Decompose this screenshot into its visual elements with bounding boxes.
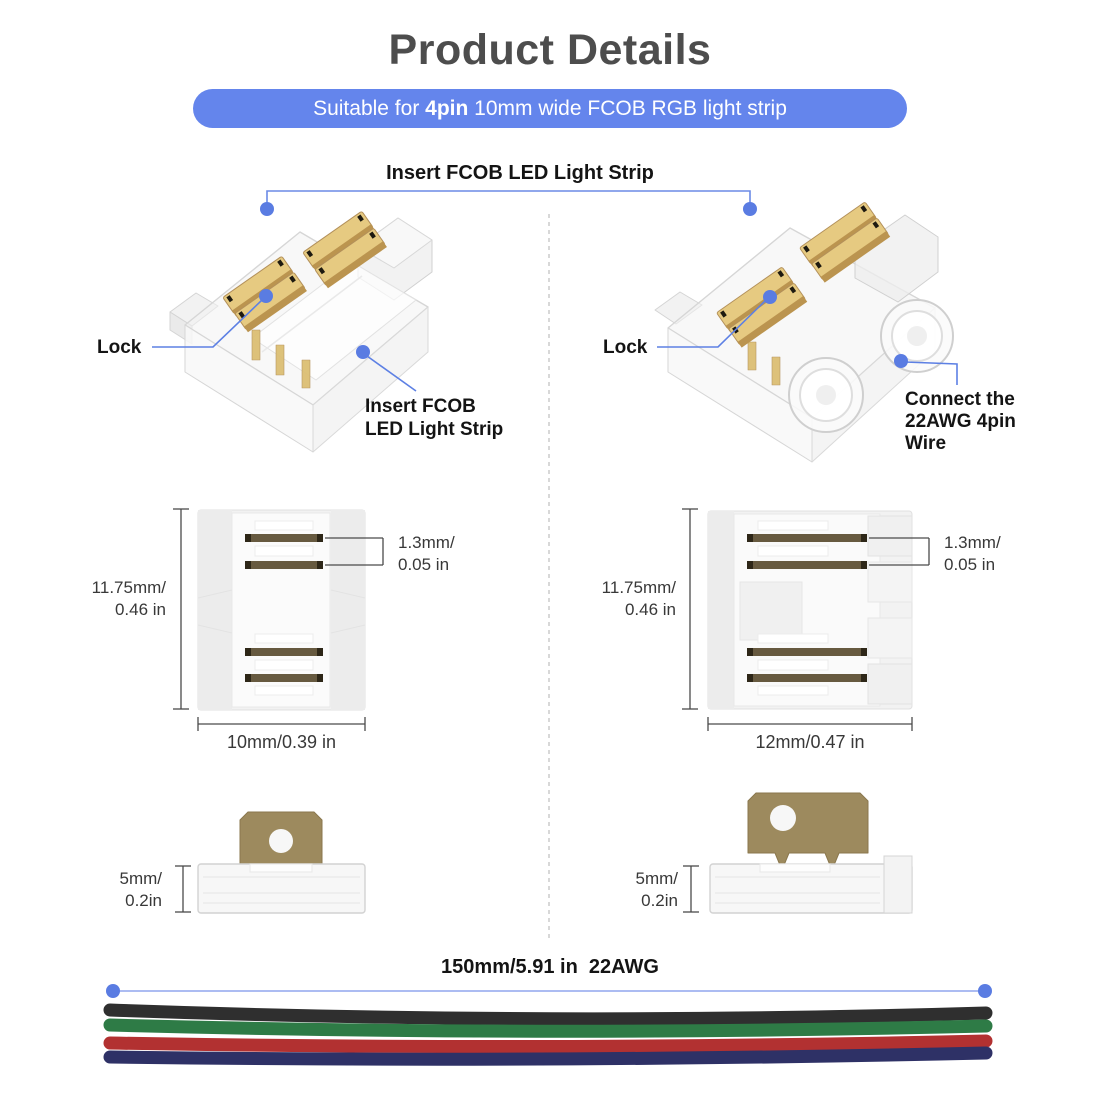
dim-line: 11.75mm/: [601, 578, 676, 597]
dim-line: 0.05 in: [398, 555, 450, 574]
dim-line: 0.2in: [641, 891, 678, 910]
left-side-height-dimension: 5mm/ 0.2in: [90, 868, 163, 912]
annotation-line: 22AWG 4pin: [905, 411, 1016, 432]
right-width-dimension: 12mm/0.47 in: [755, 732, 865, 752]
wire-port-cylinders: [788, 299, 954, 433]
wire-black: [103, 1003, 993, 1026]
dim-line: 0.46 in: [114, 600, 166, 619]
banner-text-prefix: Suitable for: [313, 96, 426, 120]
left-topview-dim-lines: [173, 508, 384, 731]
annotation-line: LED Light Strip: [365, 419, 504, 440]
right-topview-diagram: [682, 508, 930, 731]
right-sideview-diagram: [683, 792, 913, 914]
left-lock-dot: [259, 289, 273, 303]
left-lock-label: Lock: [97, 337, 142, 358]
right-lock-label: Lock: [603, 337, 648, 358]
wire-red: [103, 1034, 993, 1054]
left-width-dimension: 10mm/0.39 in: [226, 732, 337, 752]
wire-blue: [103, 1046, 993, 1066]
annotation-line: Connect the: [905, 389, 1015, 410]
left-pin-dimension: 1.3mm/ 0.05 in: [398, 532, 455, 576]
dim-line: 0.2in: [125, 891, 162, 910]
dim-line: 0.05 in: [944, 555, 996, 574]
dim-line: 1.3mm/: [944, 533, 1001, 552]
right-topview-dim-lines: [682, 508, 930, 731]
left-height-dimension: 11.75mm/ 0.46 in: [60, 577, 166, 621]
dim-line: 5mm/: [119, 869, 163, 888]
right-pin-dimension: 1.3mm/ 0.05 in: [944, 532, 1001, 576]
leader-lines: [152, 299, 958, 392]
banner-text-bold: 4pin: [425, 96, 469, 120]
annotation-line: Wire: [905, 433, 947, 454]
right-sideview-dim-lines: [683, 865, 699, 913]
right-lock-leader: [657, 299, 767, 348]
right-connector-annotation: Connect the 22AWG 4pin Wire: [905, 389, 1016, 455]
right-topview-pins: [747, 520, 867, 696]
wire-green: [103, 1018, 993, 1038]
right-lock-dot: [763, 290, 777, 304]
bracket-dot-right: [743, 202, 757, 216]
annotation-line: Insert FCOB: [365, 396, 476, 417]
left-sideview-dim-lines: [175, 865, 191, 913]
left-topview-pins: [245, 520, 323, 696]
heading-bracket: [266, 190, 751, 203]
left-annotation-leader: [366, 355, 417, 392]
suitability-banner: Suitable for 4pin 10mm wide FCOB RGB lig…: [193, 89, 907, 128]
right-connector-illustration: [654, 202, 954, 463]
left-sideview-diagram: [175, 811, 366, 914]
right-annotation-dot: [894, 354, 908, 368]
right-annotation-leader: [904, 361, 958, 385]
dim-line: 5mm/: [635, 869, 679, 888]
insert-strip-heading: Insert FCOB LED Light Strip: [386, 162, 654, 184]
dim-line: 1.3mm/: [398, 533, 455, 552]
four-pin-wire-illustration: [103, 1003, 993, 1066]
page-title: Product Details: [388, 26, 712, 74]
left-connector-annotation: Insert FCOB LED Light Strip: [365, 395, 503, 441]
dim-line: 0.46 in: [624, 600, 676, 619]
dim-line: 11.75mm/: [91, 578, 166, 597]
right-side-height-dimension: 5mm/ 0.2in: [606, 868, 679, 912]
banner-text-suffix: 10mm wide FCOB RGB light strip: [468, 96, 787, 120]
left-lock-leader: [152, 299, 263, 348]
bracket-dot-left: [260, 202, 274, 216]
left-topview-diagram: [173, 508, 384, 731]
wire-dimension-line: [106, 984, 992, 998]
left-annotation-dot: [356, 345, 370, 359]
wire-length-label: 150mm/5.91 in 22AWG: [441, 956, 659, 978]
left-connector-illustration: [169, 211, 433, 453]
right-height-dimension: 11.75mm/ 0.46 in: [570, 577, 676, 621]
